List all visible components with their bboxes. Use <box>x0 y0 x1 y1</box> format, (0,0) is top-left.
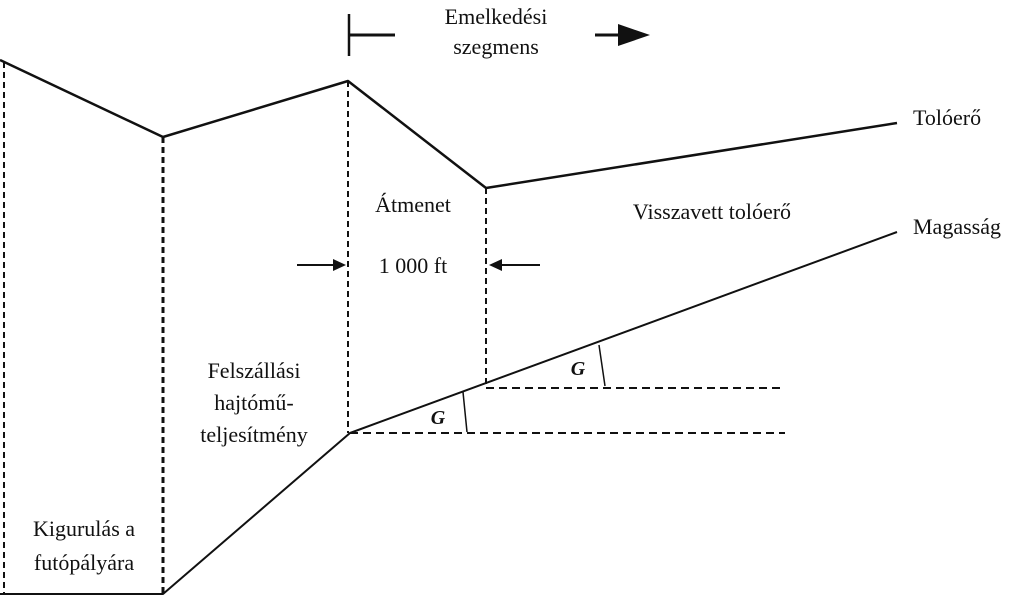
reduced-thrust-label: Visszavett tolóerő <box>633 199 791 224</box>
distance-arrow-left-head <box>333 259 346 271</box>
takeoff-power-label-line1: Felszállási <box>208 358 301 383</box>
gradient-tick-upper <box>598 344 606 387</box>
distance-arrow-right-head <box>489 259 502 271</box>
taxi-label-line2: futópályára <box>34 550 134 575</box>
thrust-label: Tolóerő <box>913 105 981 130</box>
climb-segment-arrowhead <box>618 24 650 46</box>
transition-label: Átmenet <box>375 192 451 217</box>
taxi-label-line1: Kigurulás a <box>33 516 135 541</box>
gradient-tick-lower <box>462 391 468 433</box>
takeoff-power-label-line2: hajtómű- <box>214 390 293 415</box>
gradient-label-upper: G <box>571 358 586 380</box>
gradient-label-lower: G <box>431 407 446 429</box>
climb-segment-label-line2: szegmens <box>453 34 539 59</box>
altitude-profile-line <box>0 231 898 595</box>
climb-segment-label-line1: Emelkedési <box>445 4 548 29</box>
takeoff-power-label-line3: teljesítmény <box>200 422 308 447</box>
thrust-profile-line <box>0 58 898 190</box>
altitude-label: Magasság <box>913 214 1001 239</box>
distance-label: 1 000 ft <box>379 253 447 278</box>
